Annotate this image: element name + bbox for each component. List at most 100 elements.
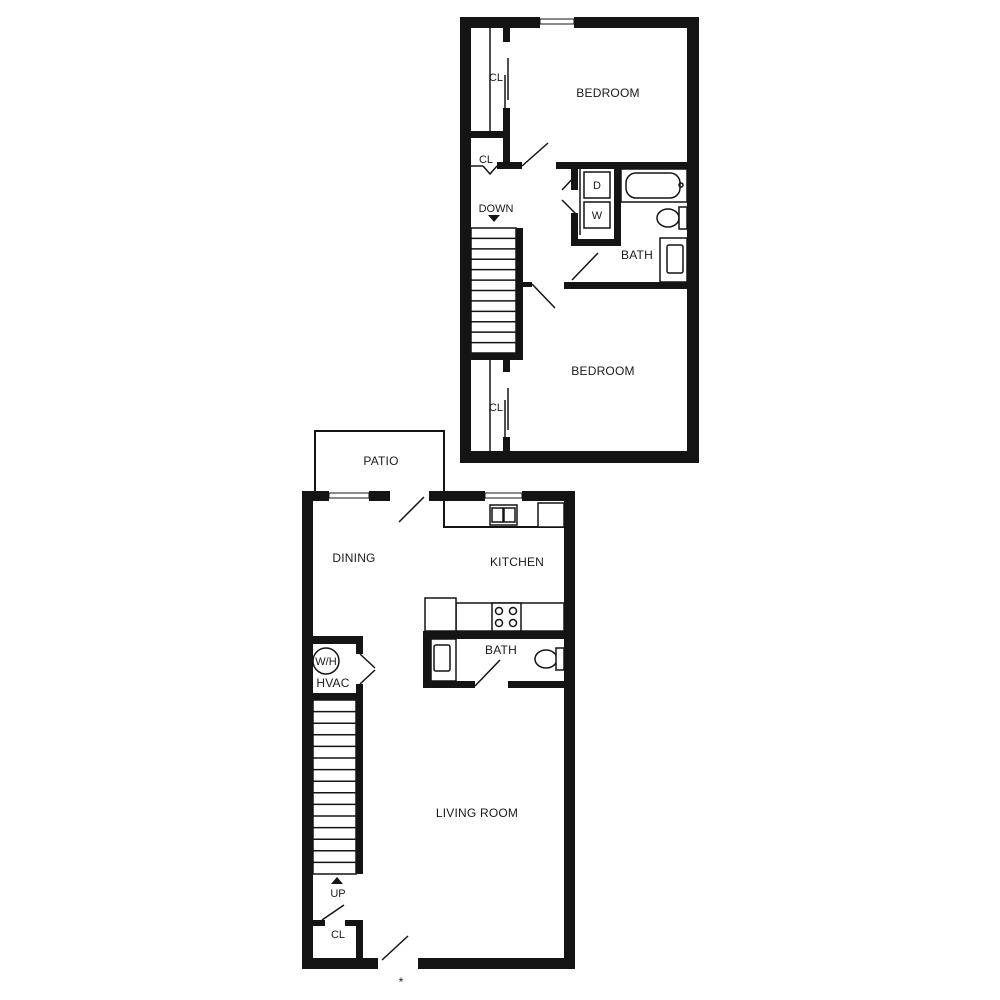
upper-window-top — [539, 18, 575, 25]
entry-closet-top-right — [345, 920, 363, 926]
upper-closet2-label: CL — [479, 154, 493, 166]
entry-closet-door — [321, 904, 345, 921]
lower-wall-top-b — [369, 491, 390, 501]
kitchen-stove — [491, 602, 522, 632]
hvac-right-wall — [356, 684, 363, 874]
upper-wall-bottom — [460, 451, 699, 463]
lower-stairs — [312, 699, 357, 875]
lower-stairs-label: UP — [330, 888, 345, 900]
upper-bath-bottom-wall — [564, 282, 687, 289]
lower-wall-top-d — [522, 491, 575, 501]
upper-toilet-bowl — [656, 208, 680, 228]
patio-door — [398, 496, 425, 523]
lower-window-kitchen — [484, 492, 523, 499]
upper-bath-top-wall — [556, 162, 687, 169]
lower-wall-top-c — [429, 491, 485, 501]
lower-wall-left — [302, 491, 313, 969]
lower-bath-bottom-left — [423, 681, 475, 688]
upper-bath-label: BATH — [621, 248, 653, 262]
patio-outline — [314, 430, 445, 491]
stove-burner-2 — [508, 606, 518, 616]
upper-laundry-right-wall — [614, 162, 621, 246]
water-heater — [312, 647, 340, 675]
upper-bath-door — [571, 252, 599, 281]
upper-bedroom2-label: BEDROOM — [571, 364, 634, 378]
dining-label: DINING — [332, 551, 375, 565]
upper-wall-top-right — [574, 17, 699, 28]
upper-toilet-tank — [678, 206, 688, 230]
down-arrow-icon — [488, 215, 500, 222]
entry-closet-top-left — [313, 920, 325, 926]
stove-burner-4 — [508, 618, 518, 628]
stove-burner-1 — [494, 606, 504, 616]
stove-burner-3 — [494, 618, 504, 628]
kitchen-label: KITCHEN — [490, 555, 544, 569]
upper-stair-bottom-wall — [471, 353, 523, 360]
lower-bath-sink — [433, 644, 451, 672]
lower-bath-top-wall — [423, 631, 564, 639]
upper-dryer-label: D — [593, 180, 601, 192]
upper-closet1-right-wall-low — [503, 108, 510, 168]
lower-wall-top-a — [302, 491, 329, 501]
upper-wall-left — [460, 17, 471, 463]
hvac-right-wall-top — [356, 636, 363, 654]
upper-sink — [666, 244, 684, 274]
upper-dryer-box — [583, 171, 611, 199]
upper-floor: BEDROOM BEDROOM BATH CL CL CL D W DOWN — [460, 17, 699, 463]
lower-bath-bottom-right — [508, 681, 564, 688]
upper-stair-right-wall — [516, 228, 523, 360]
upper-laundry-left-wall-bottom — [571, 213, 578, 246]
up-arrow-icon — [331, 877, 343, 884]
hvac-top-wall — [313, 636, 363, 644]
kitchen-dishwasher — [537, 502, 565, 528]
hvac-bottom-wall — [313, 693, 356, 700]
patio-label: PATIO — [363, 454, 398, 468]
upper-laundry-bottom-wall — [571, 239, 621, 246]
upper-closet1-right-wall — [503, 28, 510, 42]
upper-stair-treads — [471, 237, 516, 344]
upper-bathtub-basin — [625, 172, 681, 199]
lower-wall-bottom-right — [418, 958, 575, 969]
lower-bath-left-wall — [423, 631, 431, 688]
upper-wall-top-left — [460, 17, 540, 28]
entry-marker: * — [399, 975, 404, 989]
upper-washer-label: W — [592, 210, 603, 222]
upper-laundry-door-a — [561, 174, 577, 191]
living-room-label: LIVING ROOM — [436, 806, 518, 820]
water-heater-label: W/H — [315, 656, 336, 668]
hvac-label: HVAC — [316, 676, 349, 690]
lower-bath-label: BATH — [485, 643, 517, 657]
upper-bedroom1-door — [521, 142, 549, 167]
upper-closet3-label: CL — [489, 402, 503, 414]
kitchen-sink-left — [491, 507, 504, 523]
lower-stair-treads — [313, 710, 356, 864]
lower-bath-door — [474, 659, 501, 687]
lower-window-patio — [328, 492, 370, 499]
upper-bedroom1-label: BEDROOM — [576, 86, 639, 100]
upper-wall-right — [687, 17, 699, 463]
entry-door — [381, 935, 409, 961]
lower-toilet-bowl — [534, 649, 558, 669]
upper-closet3-bottom-wall — [503, 437, 510, 451]
upper-closet1-label: CL — [489, 72, 503, 84]
upper-closet2-door — [482, 165, 498, 176]
upper-washer-box — [583, 201, 611, 229]
kitchen-sink-right — [503, 507, 516, 523]
lower-wall-bottom-left — [302, 958, 378, 969]
upper-bedroom1-bottom-wall — [497, 162, 522, 169]
upper-stairs-label: DOWN — [479, 203, 514, 215]
kitchen-fridge — [424, 597, 457, 632]
kitchen-upper-counter — [443, 501, 564, 528]
upper-bedroom2-door — [531, 283, 556, 309]
entry-closet-right-wall — [356, 920, 363, 958]
lower-floor: PATIO DINING KITCHEN BATH W/H HVAC LIVIN… — [302, 430, 575, 989]
lower-toilet-tank — [555, 647, 565, 671]
upper-tub-drain — [678, 182, 684, 188]
upper-bedroom2-door-stop — [523, 282, 532, 287]
hvac-door-b — [359, 669, 376, 685]
hvac-door-a — [359, 653, 376, 669]
upper-closet3-top-wall — [503, 360, 510, 372]
lower-wall-right — [564, 491, 575, 969]
entry-closet-label: CL — [331, 929, 345, 941]
